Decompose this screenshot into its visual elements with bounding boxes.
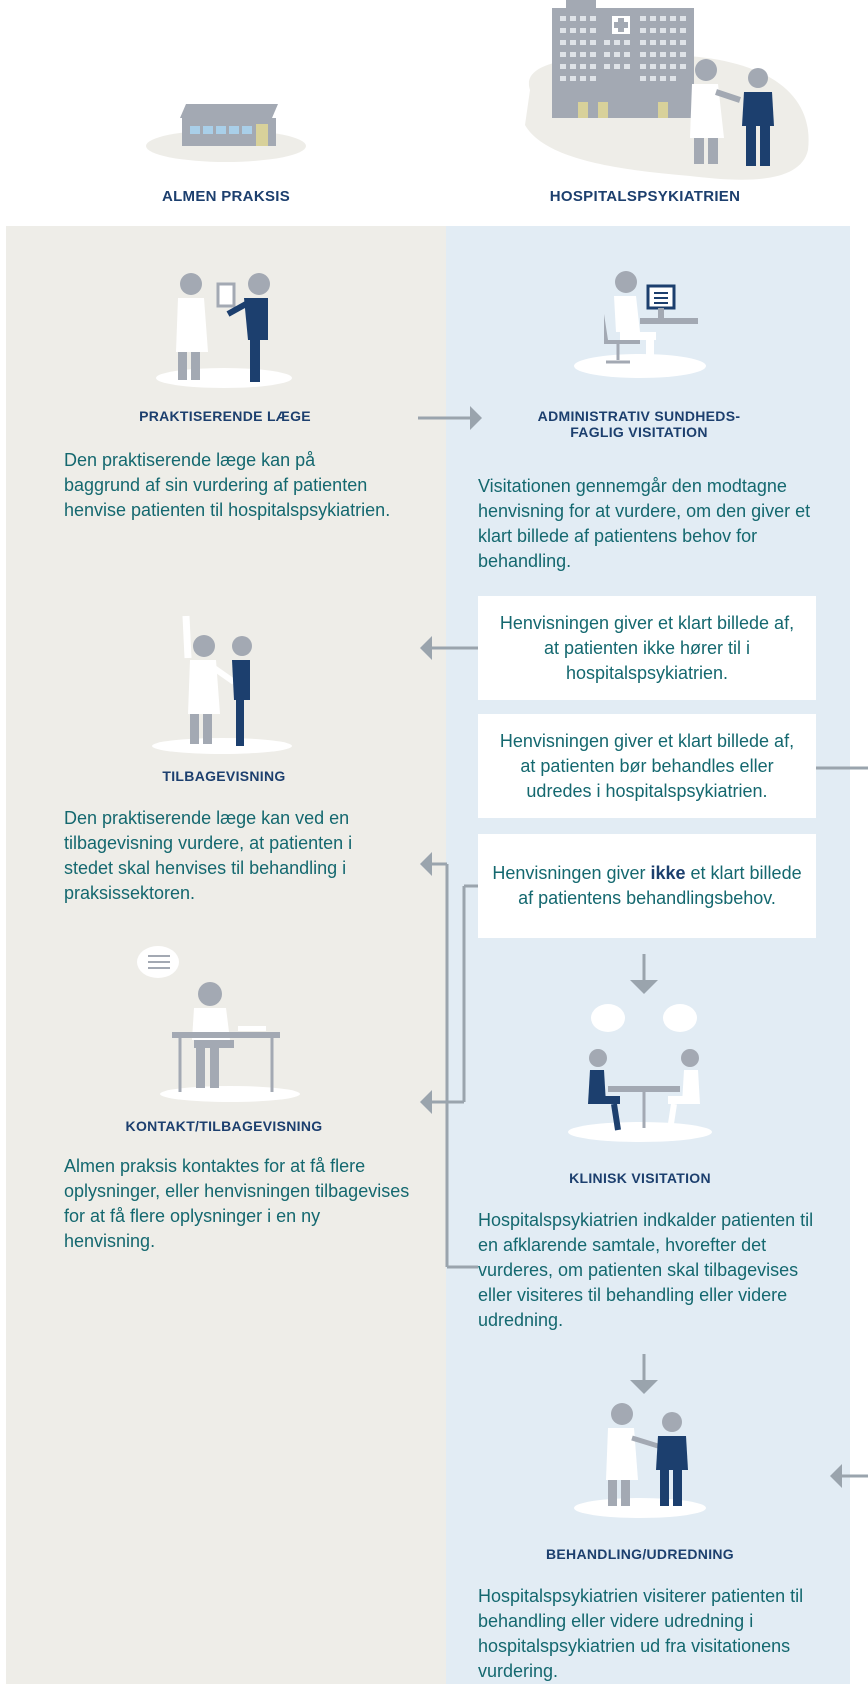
doctor-and-patient-icon <box>690 59 774 166</box>
person-at-computer-icon <box>574 271 706 378</box>
doctor-pointing-away-icon <box>152 615 292 754</box>
flow-arrows <box>418 416 868 1478</box>
treatment-icon <box>574 1403 706 1518</box>
administrativ-visitation-text: Visitationen gennemgår den modtagne henv… <box>478 476 811 571</box>
tilbagevisning-heading: TILBAGEVISNING <box>162 768 286 784</box>
almen-praksis-title: ALMEN PRAKSIS <box>161 188 291 205</box>
outcome-box-not-hospital: Henvisningen giver et klart billede af, … <box>478 596 816 700</box>
unclear-text-bold: ikke <box>650 863 686 883</box>
administrativ-heading-line1: ADMINISTRATIV SUNDHEDS- <box>537 408 741 424</box>
clinic-building-icon <box>146 104 306 162</box>
behandling-udredning-heading: BEHANDLING/UDREDNING <box>546 1546 734 1562</box>
tilbagevisning-text: Den praktiserende læge kan ved en tilbag… <box>64 808 353 903</box>
outcome-box-treat-in-hospital-text: Henvisningen giver et klart billede af, … <box>499 730 795 801</box>
hospitalspsykiatrien-title: HOSPITALSPSYKIATRIEN <box>549 188 741 205</box>
administrativ-heading-line2: FAGLIG VISITATION <box>570 424 708 440</box>
praktiserende-laege-heading: PRAKTISERENDE LÆGE <box>139 408 311 424</box>
outcome-box-not-hospital-text: Henvisningen giver et klart billede af, … <box>499 612 795 683</box>
kontakt-tilbagevisning-heading: KONTAKT/TILBAGEVISNING <box>125 1118 323 1134</box>
administrativ-visitation-heading: ADMINISTRATIV SUNDHEDS- FAGLIG VISITATIO… <box>488 408 790 440</box>
praktiserende-laege-text: Den praktiserende læge kan på baggrund a… <box>64 450 391 520</box>
outcome-box-unclear-text: Henvisningen giver ikke et klart billede… <box>492 861 802 911</box>
unclear-text-after: et klart billede af patientens behandlin… <box>518 863 802 908</box>
klinisk-visitation-text: Hospitalspsykiatrien indkalder patienten… <box>478 1210 814 1330</box>
behandling-udredning-text: Hospitalspsykiatrien visiterer patienten… <box>478 1586 804 1681</box>
outcome-box-treat-in-hospital: Henvisningen giver et klart billede af, … <box>478 714 816 818</box>
unclear-text-before: Henvisningen giver <box>492 863 651 883</box>
outcome-box-unclear: Henvisningen giver ikke et klart billede… <box>478 834 816 938</box>
kontakt-tilbagevisning-text: Almen praksis kontaktes for at få flere … <box>64 1156 410 1251</box>
klinisk-visitation-heading: KLINISK VISITATION <box>569 1170 711 1186</box>
consultation-icon <box>568 1004 712 1142</box>
hospital-building-icon <box>525 0 809 180</box>
person-at-desk-icon <box>137 946 300 1102</box>
arrow-heads <box>420 406 842 1488</box>
almen-praksis-column <box>6 226 446 1684</box>
doctor-with-tablet-icon <box>156 273 292 388</box>
